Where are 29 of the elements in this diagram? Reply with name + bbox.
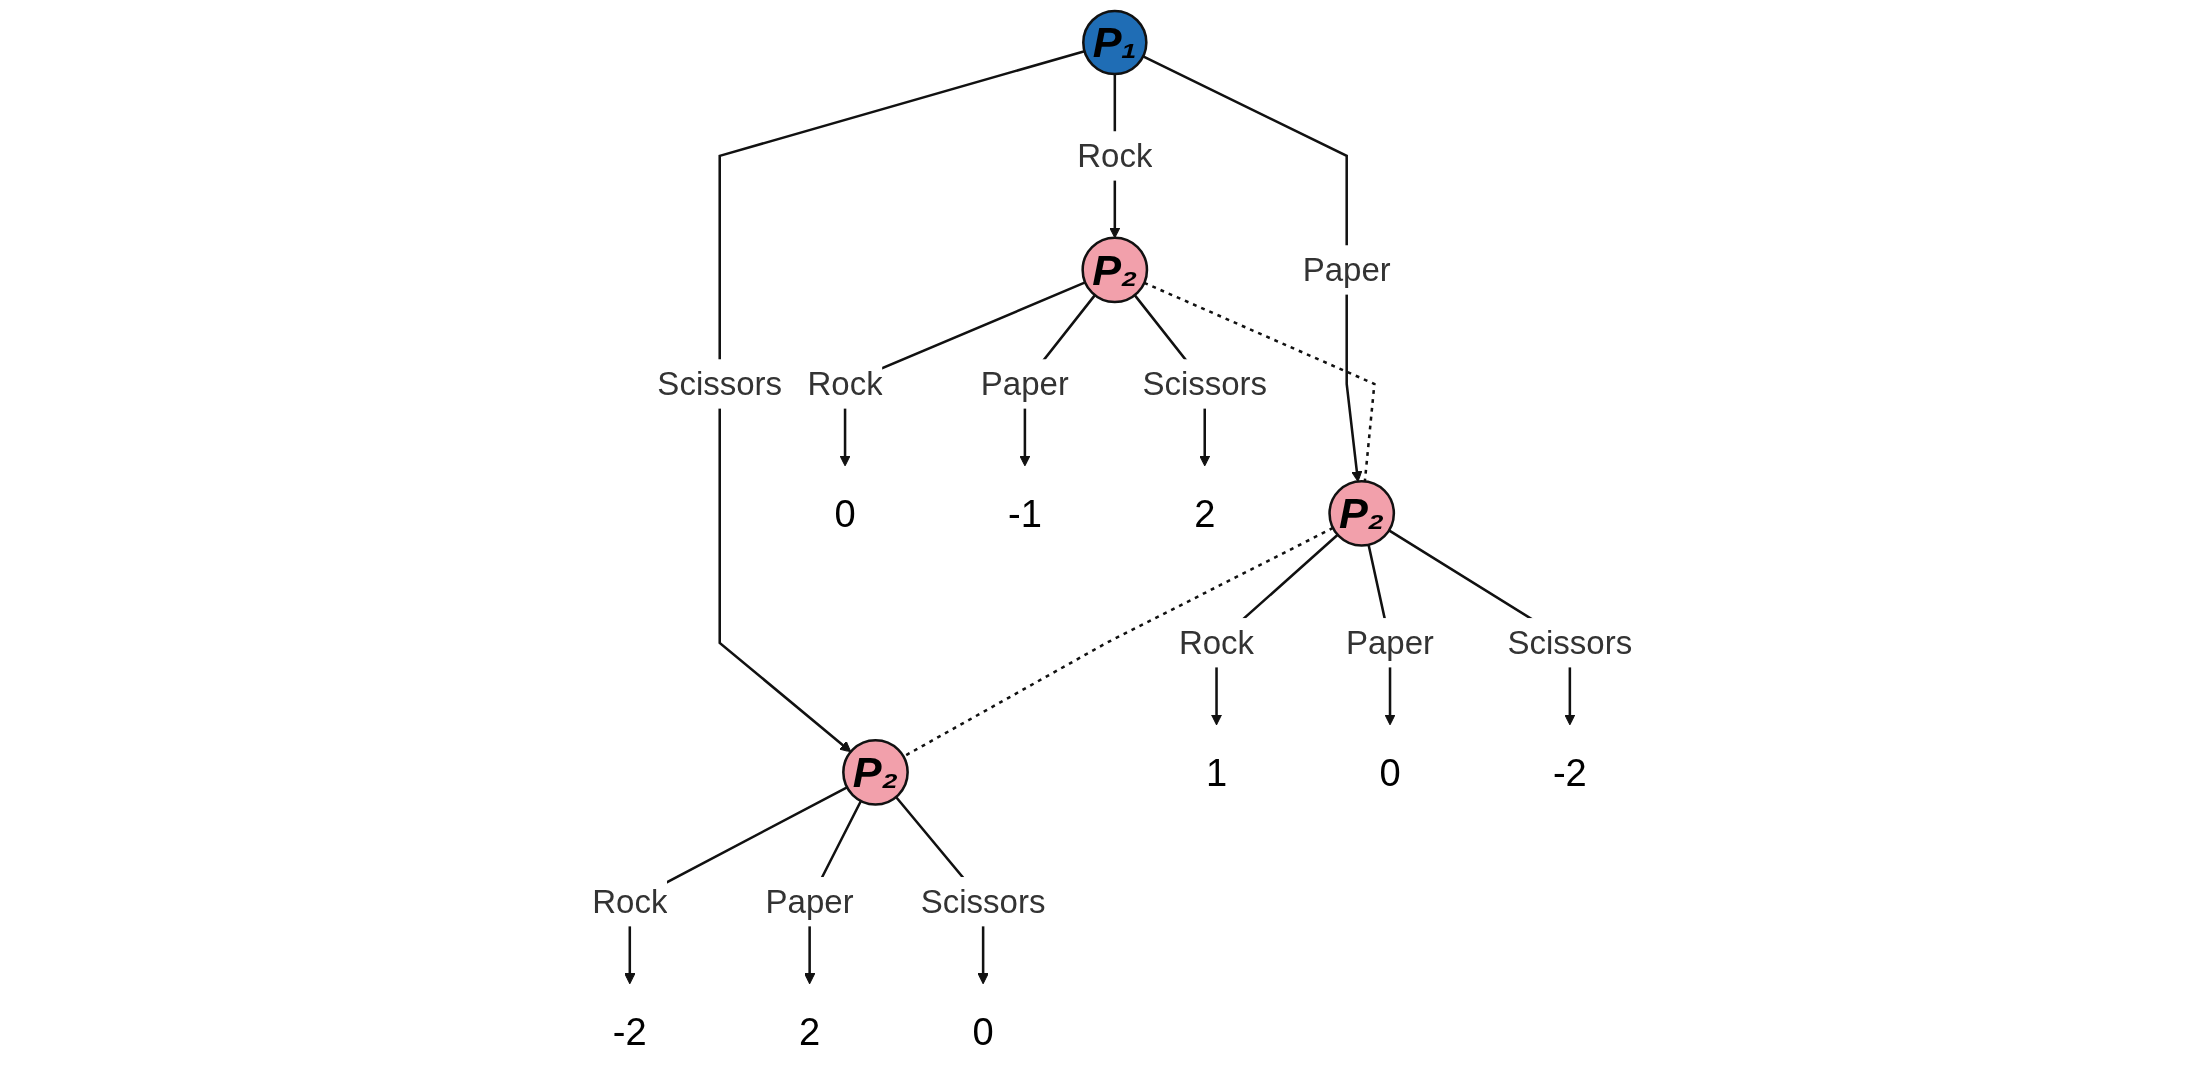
edge-label: Paper (765, 882, 854, 921)
node-text: -2 (1552, 751, 1587, 794)
edge-label: Scissors (1142, 364, 1268, 403)
edge-label: Rock (1178, 623, 1255, 662)
node-circle: P₂ (842, 738, 909, 806)
edge-label: Paper (980, 364, 1069, 403)
arrow (718, 50, 1085, 753)
node-text: 0 (1379, 751, 1401, 794)
edge-label: Rock (1077, 136, 1153, 175)
node-circle: P₂ (1081, 236, 1149, 304)
edge-label: Scissors (1507, 623, 1633, 662)
connector (1143, 281, 1376, 482)
node-circle: P₂ (1328, 480, 1396, 547)
node-text: 0 (834, 492, 856, 535)
edge-label: Rock (592, 882, 668, 921)
node-text: -1 (1007, 492, 1042, 535)
node-text: 1 (1205, 751, 1228, 794)
node-text: -2 (612, 1010, 647, 1053)
node-text: 0 (972, 1010, 994, 1053)
edge-label: Scissors (657, 364, 783, 403)
node-text: 2 (1194, 492, 1216, 535)
edge-label: Scissors (920, 882, 1046, 921)
node-circle: P₁ (1082, 9, 1148, 76)
edge-label: Paper (1345, 623, 1435, 662)
arrow (839, 281, 1086, 467)
edge-label: Rock (807, 364, 883, 403)
edge-label: Paper (1302, 250, 1391, 289)
node-text: 2 (799, 1010, 821, 1053)
arrow (1142, 55, 1363, 482)
